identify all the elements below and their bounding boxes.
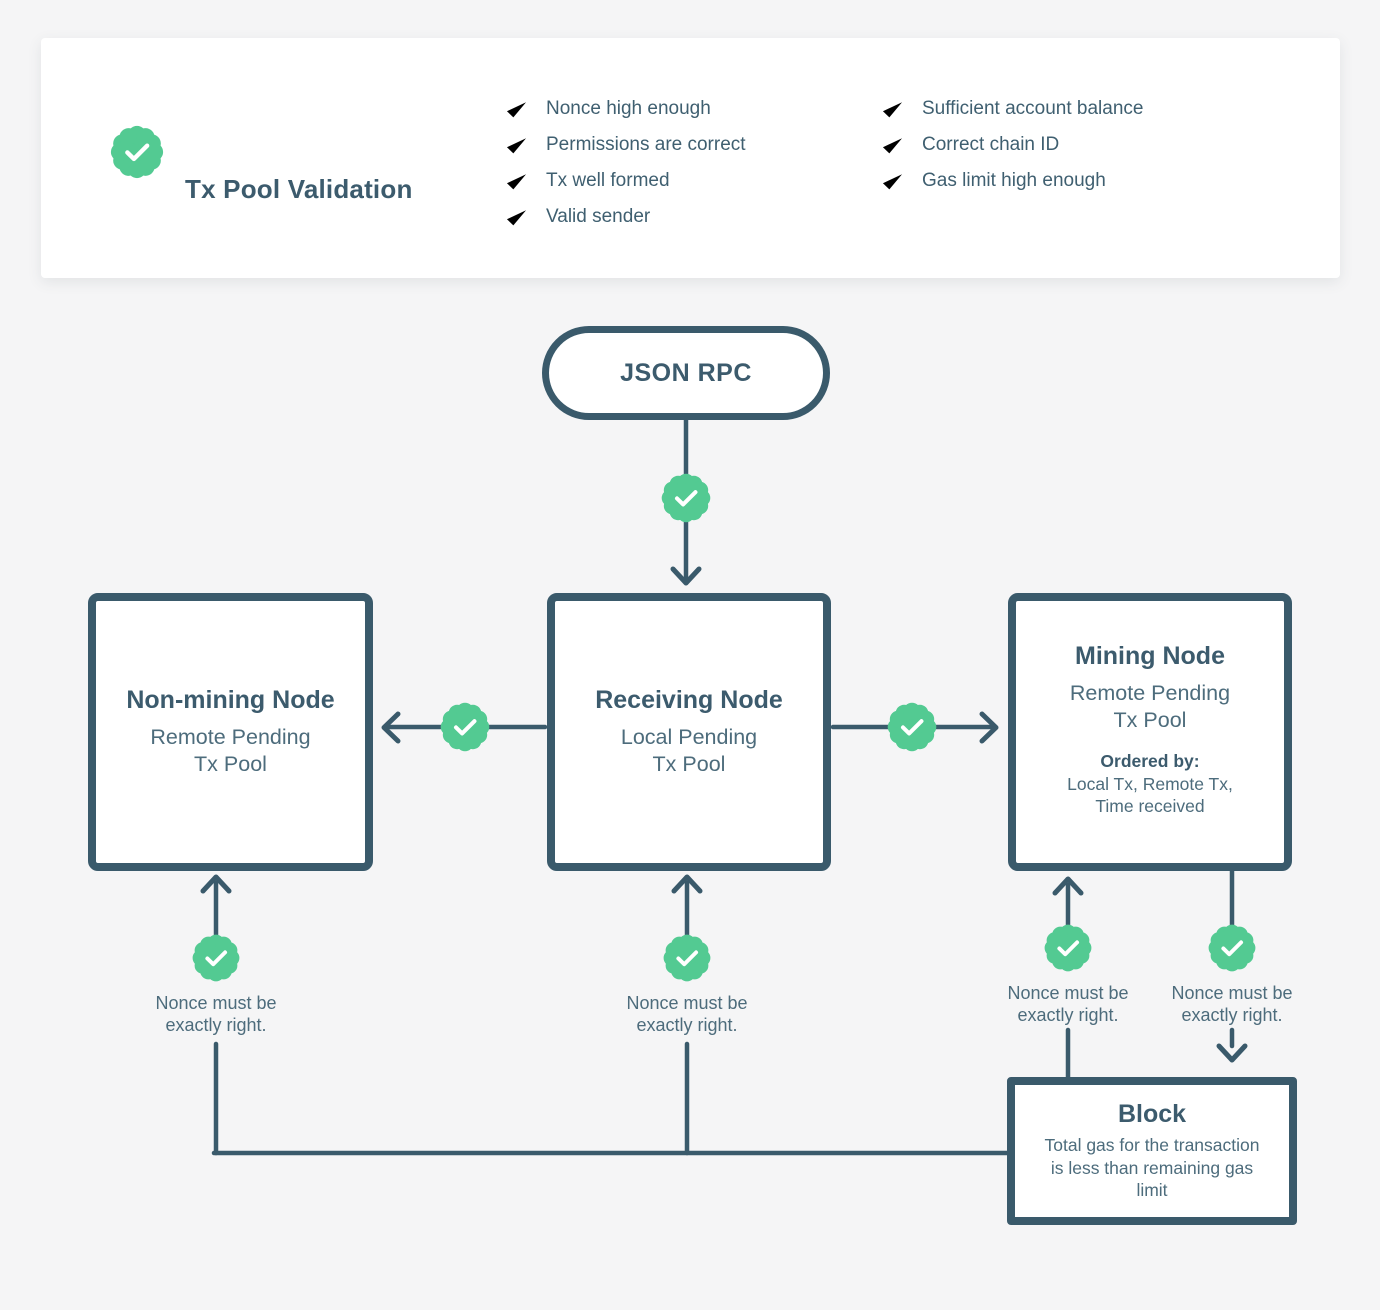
checklist-item: Valid sender	[503, 199, 746, 235]
validation-checklist-col2: Sufficient account balance Correct chain…	[879, 91, 1143, 199]
checklist-item: Nonce high enough	[503, 91, 746, 127]
seal-check-icon	[190, 932, 242, 984]
check-icon	[503, 132, 530, 159]
checklist-item-label: Valid sender	[546, 206, 651, 227]
nonce-note: Nonce must be exactly right.	[155, 993, 277, 1036]
check-icon	[879, 96, 906, 123]
seal-check-icon	[885, 700, 939, 754]
checklist-item-label: Sufficient account balance	[922, 98, 1144, 119]
checklist-item: Sufficient account balance	[879, 91, 1143, 127]
validation-legend-card: Tx Pool Validation Nonce high enough Per…	[41, 38, 1340, 278]
node-subtitle: Tx Pool	[652, 752, 726, 776]
validation-checklist-col1: Nonce high enough Permissions are correc…	[503, 91, 746, 235]
checklist-item-label: Correct chain ID	[922, 134, 1060, 155]
checklist-item: Tx well formed	[503, 163, 746, 199]
receiving-node: Receiving Node Local Pending Tx Pool	[547, 593, 831, 871]
json-rpc-node: JSON RPC	[542, 326, 830, 420]
node-subtitle: Remote Pending	[1069, 681, 1231, 705]
checklist-item-label: Tx well formed	[546, 170, 670, 191]
nonce-note: Nonce must be exactly right.	[1171, 983, 1293, 1026]
seal-check-icon	[438, 700, 492, 754]
block-body: Total gas for the transaction is less th…	[1044, 1135, 1260, 1201]
check-icon	[879, 168, 906, 195]
check-icon	[503, 168, 530, 195]
ordered-by-section: Ordered by: Local Tx, Remote Tx, Time re…	[1067, 751, 1233, 817]
check-icon	[503, 204, 530, 231]
node-title: Receiving Node	[595, 685, 783, 714]
block-node: Block Total gas for the transaction is l…	[1007, 1077, 1297, 1225]
node-subtitle: Tx Pool	[194, 752, 267, 776]
node-title: Mining Node	[1075, 642, 1225, 670]
checklist-item-label: Gas limit high enough	[922, 170, 1106, 191]
ordered-by-line: Local Tx, Remote Tx,	[1067, 774, 1233, 795]
node-subtitle: Local Pending	[620, 724, 758, 749]
non-mining-node: Non-mining Node Remote Pending Tx Pool	[88, 593, 373, 871]
mining-node: Mining Node Remote Pending Tx Pool Order…	[1008, 593, 1292, 871]
checklist-item-label: Permissions are correct	[546, 134, 746, 155]
seal-check-icon	[108, 123, 166, 181]
legend-title: Tx Pool Validation	[185, 174, 413, 204]
seal-check-icon	[1206, 922, 1258, 974]
block-title: Block	[1117, 1100, 1187, 1129]
ordered-by-line: Time received	[1095, 795, 1205, 816]
node-title: Non-mining Node	[126, 685, 335, 714]
checklist-item: Permissions are correct	[503, 127, 746, 163]
checklist-item: Correct chain ID	[879, 127, 1143, 163]
checklist-item-label: Nonce high enough	[546, 98, 711, 119]
seal-check-icon	[661, 932, 713, 984]
json-rpc-label: JSON RPC	[620, 358, 752, 387]
seal-check-icon	[659, 471, 713, 525]
nonce-note: Nonce must be exactly right.	[626, 993, 748, 1036]
node-subtitle: Remote Pending	[150, 724, 311, 749]
check-icon	[879, 132, 906, 159]
checklist-item: Gas limit high enough	[879, 163, 1143, 199]
ordered-by-label: Ordered by:	[1100, 751, 1200, 772]
seal-check-icon	[1042, 922, 1094, 974]
check-icon	[503, 96, 530, 123]
nonce-note: Nonce must be exactly right.	[1007, 983, 1129, 1026]
node-subtitle: Tx Pool	[1113, 708, 1187, 733]
